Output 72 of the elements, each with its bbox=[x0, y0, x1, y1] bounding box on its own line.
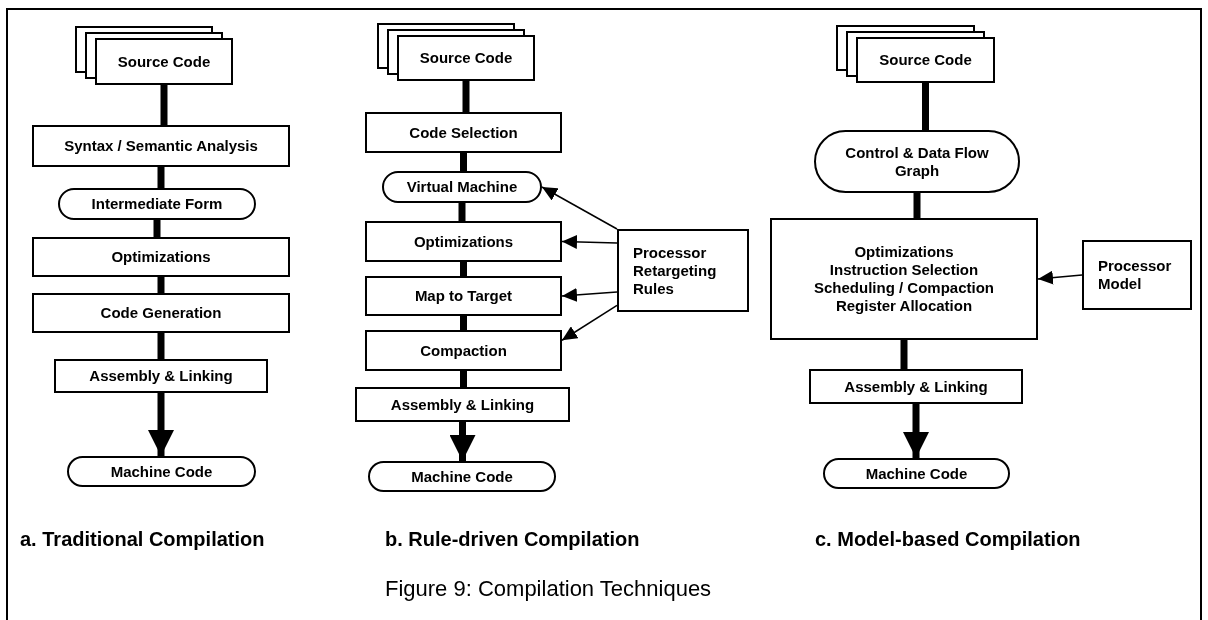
arrow bbox=[1037, 270, 1083, 285]
node-label: Control & Data Flow Graph bbox=[844, 143, 990, 180]
process-box bbox=[365, 112, 562, 153]
connector-line bbox=[153, 220, 161, 237]
arrow bbox=[148, 393, 174, 456]
process-box bbox=[32, 125, 290, 167]
node-label: Source Code bbox=[879, 51, 972, 69]
panel-caption: a. Traditional Compilation bbox=[20, 528, 265, 551]
node-label: Syntax / Semantic Analysis bbox=[64, 137, 258, 155]
process-box bbox=[617, 229, 749, 312]
connector-line bbox=[900, 340, 908, 369]
node-label: Source Code bbox=[117, 52, 211, 71]
connector-line bbox=[913, 193, 921, 218]
terminal-pill bbox=[368, 461, 556, 492]
connector-line bbox=[460, 371, 467, 387]
node-label: Optimizations bbox=[854, 243, 954, 261]
arrow bbox=[561, 234, 618, 249]
process-box bbox=[365, 221, 562, 262]
process-box bbox=[32, 237, 290, 277]
connector-line bbox=[157, 167, 165, 188]
arrow bbox=[449, 422, 476, 461]
process-box bbox=[1082, 240, 1192, 310]
connector-line bbox=[157, 277, 165, 293]
process-box bbox=[355, 387, 570, 422]
connector-line bbox=[922, 83, 929, 130]
node-label: Register Allocation bbox=[835, 297, 973, 315]
node-label: Processor Model bbox=[1098, 257, 1173, 293]
terminal-pill bbox=[823, 458, 1010, 489]
node-label: Optimizations bbox=[111, 248, 211, 266]
node-label: Code Selection bbox=[409, 123, 518, 142]
node-label: Machine Code bbox=[411, 467, 513, 486]
arrow bbox=[561, 287, 618, 302]
node-label: Map to Target bbox=[414, 287, 513, 305]
arrow bbox=[903, 404, 929, 458]
node-label: Scheduling / Compaction bbox=[814, 279, 994, 297]
process-box bbox=[365, 330, 562, 371]
connector-line bbox=[160, 85, 168, 125]
node-label: Assembly & Linking bbox=[390, 395, 535, 414]
arrow bbox=[541, 186, 618, 230]
node-label: Machine Code bbox=[865, 464, 968, 483]
connector-line bbox=[462, 81, 470, 112]
panel-caption: b. Rule-driven Compilation bbox=[385, 528, 640, 551]
node-label: Assembly & Linking bbox=[89, 367, 233, 385]
connector-line bbox=[157, 333, 165, 359]
node-label: Processor Retargeting Rules bbox=[633, 243, 718, 298]
terminal-pill bbox=[67, 456, 256, 487]
panel-caption: c. Model-based Compilation bbox=[815, 528, 1081, 551]
node-label: Instruction Selection bbox=[829, 261, 979, 279]
node-label: Assembly & Linking bbox=[844, 377, 988, 396]
terminal-pill bbox=[58, 188, 256, 220]
source-document-stack bbox=[377, 23, 535, 81]
source-document-stack bbox=[836, 25, 995, 83]
node-label: Virtual Machine bbox=[406, 178, 518, 196]
connector-line bbox=[458, 203, 466, 221]
node-label: Code Generation bbox=[100, 304, 222, 322]
node-label: Machine Code bbox=[110, 462, 213, 481]
process-box bbox=[809, 369, 1023, 404]
connector-line bbox=[460, 262, 467, 276]
process-box bbox=[365, 276, 562, 316]
connector-line bbox=[460, 316, 467, 330]
terminal-pill bbox=[382, 171, 542, 203]
node-label: Optimizations bbox=[413, 232, 514, 251]
figure-caption: Figure 9: Compilation Techniques bbox=[385, 576, 712, 602]
process-box bbox=[54, 359, 268, 393]
node-label: Source Code bbox=[419, 49, 513, 67]
node-label: Intermediate Form bbox=[91, 195, 223, 213]
arrow bbox=[561, 304, 618, 341]
connector-line bbox=[460, 153, 467, 171]
process-box bbox=[770, 218, 1038, 340]
process-box bbox=[32, 293, 290, 333]
node-label: Compaction bbox=[420, 341, 507, 360]
source-document-stack bbox=[75, 26, 233, 85]
